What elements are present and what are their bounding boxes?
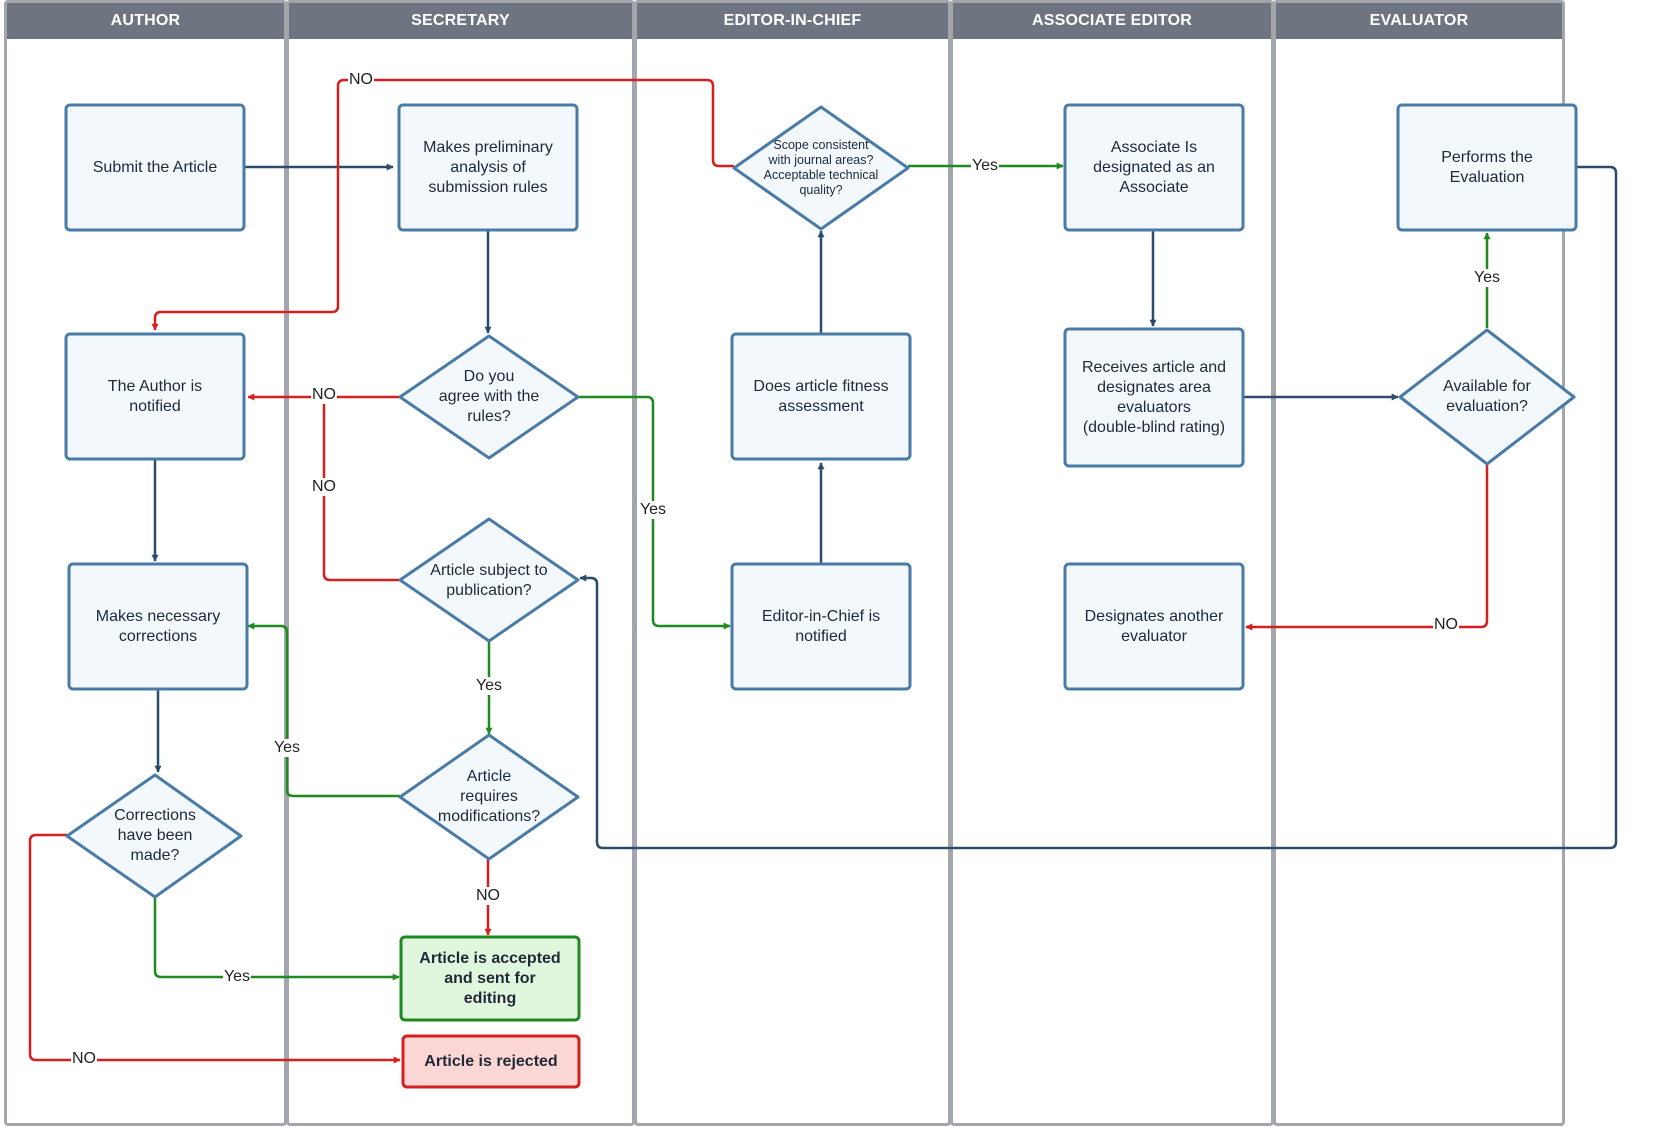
agree-rules-label: Do you agree with the rules?: [438, 368, 540, 425]
node-corrections-decision: [65, 773, 243, 899]
node-subject-decision: [398, 517, 580, 643]
edge-label-scope-no: NO: [348, 71, 374, 89]
node-receives-article: [1063, 327, 1245, 468]
edge-label-avail-no: NO: [1433, 616, 1459, 634]
corrections-made-label: Corrections have been made?: [114, 807, 196, 864]
author-notified-label: The Author is notified: [107, 377, 203, 415]
scope-consistent-label: Scope consistent with journal areas? Acc…: [763, 138, 879, 197]
edge-label-subject-no: NO: [311, 478, 337, 496]
subject-publication-label: Article subject to publication?: [430, 562, 548, 599]
node-scope-decision: [732, 105, 910, 231]
node-mods-decision: [398, 733, 580, 861]
node-submit-article: [64, 103, 246, 232]
edge-subject-no: [322, 397, 400, 582]
edge-evaluation-to-subject: [579, 165, 1618, 850]
node-accepted: [399, 935, 581, 1022]
lane-header-editor-in-chief: EDITOR-IN-CHIEF: [637, 3, 948, 39]
edge-avail-no: [1245, 465, 1489, 631]
lane-header-associate-editor: ASSOCIATE EDITOR: [953, 3, 1271, 39]
node-author-notified: [64, 332, 246, 461]
node-makes-corrections: [67, 562, 249, 691]
node-prelim-analysis: [397, 103, 579, 232]
lane-header-author: AUTHOR: [7, 3, 284, 39]
makes-corrections-label: Makes necessary corrections: [95, 607, 221, 645]
node-associate-designated: [1063, 103, 1245, 232]
submit-article-label: Submit the Article: [92, 158, 218, 176]
edge-label-subject-yes: Yes: [474, 677, 504, 695]
prelim-analysis-label: Makes preliminary analysis of submission…: [423, 138, 553, 196]
accepted-label: Article is accepted and sent for editing: [419, 949, 561, 1007]
edge-scope-no: [151, 78, 734, 331]
associate-designated-label: Associate Is designated as an Associate: [1093, 138, 1215, 196]
node-eic-notified: [730, 562, 912, 691]
edge-label-agree-no: NO: [311, 386, 337, 404]
fitness-assessment-label: Does article fitness assessment: [753, 377, 889, 415]
performs-evaluation-label: Performs the Evaluation: [1441, 148, 1533, 186]
node-rejected: [401, 1034, 581, 1089]
designates-another-label: Designates another evaluator: [1084, 607, 1224, 645]
available-eval-label: Available for evaluation?: [1443, 378, 1531, 415]
edge-label-mods-no: NO: [475, 887, 501, 905]
edge-corr-yes: [153, 897, 400, 981]
edge-label-mods-yes: Yes: [272, 739, 302, 757]
node-designates-another: [1063, 562, 1245, 691]
edge-label-agree-yes: Yes: [638, 501, 668, 519]
edge-label-corr-yes: Yes: [222, 968, 252, 986]
requires-mods-label: Article requires modifications?: [437, 768, 541, 825]
eic-notified-label: Editor-in-Chief is notified: [761, 607, 881, 645]
edge-label-avail-yes: Yes: [1472, 269, 1502, 287]
edge-mods-yes: [247, 622, 400, 798]
node-available-decision: [1398, 328, 1576, 466]
receives-article-label: Receives article and designates area eva…: [1081, 358, 1227, 436]
edge-label-scope-yes: Yes: [970, 157, 1000, 175]
node-performs-evaluation: [1396, 103, 1578, 232]
lane-header-evaluator: EVALUATOR: [1276, 3, 1562, 39]
edge-label-corr-no: NO: [71, 1050, 97, 1068]
lane-header-secretary: SECRETARY: [289, 3, 632, 39]
rejected-label: Article is rejected: [424, 1052, 558, 1070]
edge-corr-no: [28, 833, 401, 1064]
node-agree-decision: [398, 334, 580, 460]
node-fitness-assessment: [730, 332, 912, 461]
